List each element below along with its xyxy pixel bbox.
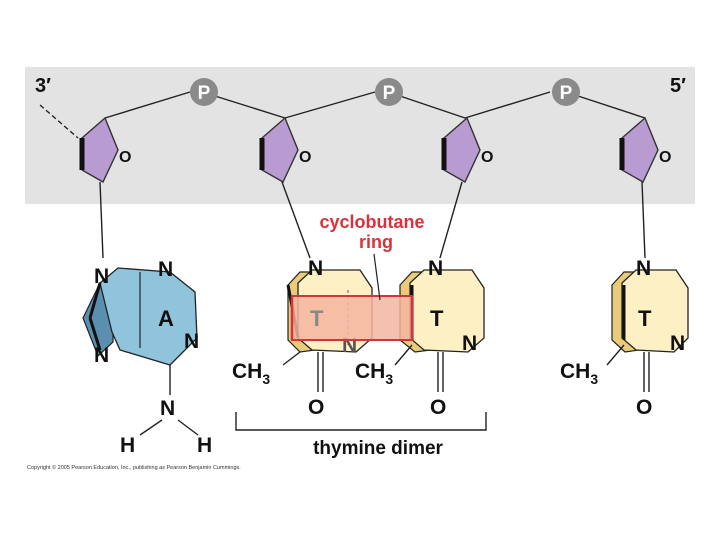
sugar-3: O	[441, 116, 493, 183]
adenine-amine-h-left: H	[120, 434, 135, 457]
sugar-1: O	[79, 116, 131, 183]
thymine-1-letter: T	[310, 306, 324, 331]
phosphate-1: P	[190, 78, 218, 106]
adenine-letter: A	[158, 306, 174, 331]
copyright-notice: Copyright © 2005 Pearson Education, Inc.…	[27, 464, 241, 471]
five-prime-end-label: 5′	[670, 75, 686, 97]
phosphate-label: P	[383, 83, 396, 104]
cyclobutane-ring	[290, 295, 414, 341]
adenine-n-right: N	[184, 330, 199, 353]
thymine-2-base: N N CH3 O	[355, 257, 485, 419]
three-prime-end-label: 3′	[35, 75, 51, 97]
thymine-3-letter: T	[638, 306, 652, 331]
thymine-1-n-top: N	[308, 257, 323, 280]
thymine-3-methyl: CH3	[560, 360, 598, 387]
thymine-2-carbonyl-o: O	[430, 396, 446, 419]
sugar-4: O	[619, 116, 671, 183]
phosphate-3: P	[552, 78, 580, 106]
phosphate-2: P	[375, 78, 403, 106]
cyclobutane-label-line2: ring	[359, 232, 393, 252]
adenine-amine-n: N	[160, 397, 175, 420]
cyclobutane-label-line1: cyclobutane	[319, 212, 424, 232]
thymine-3-n-top: N	[636, 257, 651, 280]
adenine-n-top-right: N	[158, 258, 173, 281]
thymine-dimer-bracket	[235, 412, 487, 431]
thymine-2-n-right: N	[462, 332, 477, 355]
phosphate-label: P	[198, 83, 211, 104]
thymine-3-carbonyl-o: O	[636, 396, 652, 419]
sugar-oxygen: O	[299, 149, 311, 166]
thymine-3-base: T N N CH3 O	[560, 257, 689, 419]
thymine-1-carbonyl-o: O	[308, 396, 324, 419]
adenine-amine-h-right: H	[197, 434, 212, 457]
thymine-3-n-right: N	[670, 332, 685, 355]
sugar-2: O	[259, 116, 311, 183]
adenine-n-top-left: N	[94, 265, 109, 288]
thymine-2-n-top: N	[428, 257, 443, 280]
phosphate-label: P	[560, 83, 573, 104]
glycosidic-bonds	[99, 181, 646, 259]
sugar-oxygen: O	[119, 149, 131, 166]
adenine-n-bottom-left: N	[94, 344, 109, 367]
backbone-band	[25, 67, 695, 204]
thymine-2-methyl: CH3	[355, 360, 393, 387]
sugar-oxygen: O	[659, 149, 671, 166]
sugar-oxygen: O	[481, 149, 493, 166]
cyclobutane-annotation: cyclobutane ring	[319, 212, 425, 301]
backbone-lines	[39, 91, 646, 139]
thymine-2-letter: T	[430, 306, 444, 331]
adenine-base: A N N N N N H H	[82, 258, 212, 457]
thymine-dimer-label: thymine dimer	[313, 438, 443, 459]
thymine-1-methyl: CH3	[232, 360, 270, 387]
